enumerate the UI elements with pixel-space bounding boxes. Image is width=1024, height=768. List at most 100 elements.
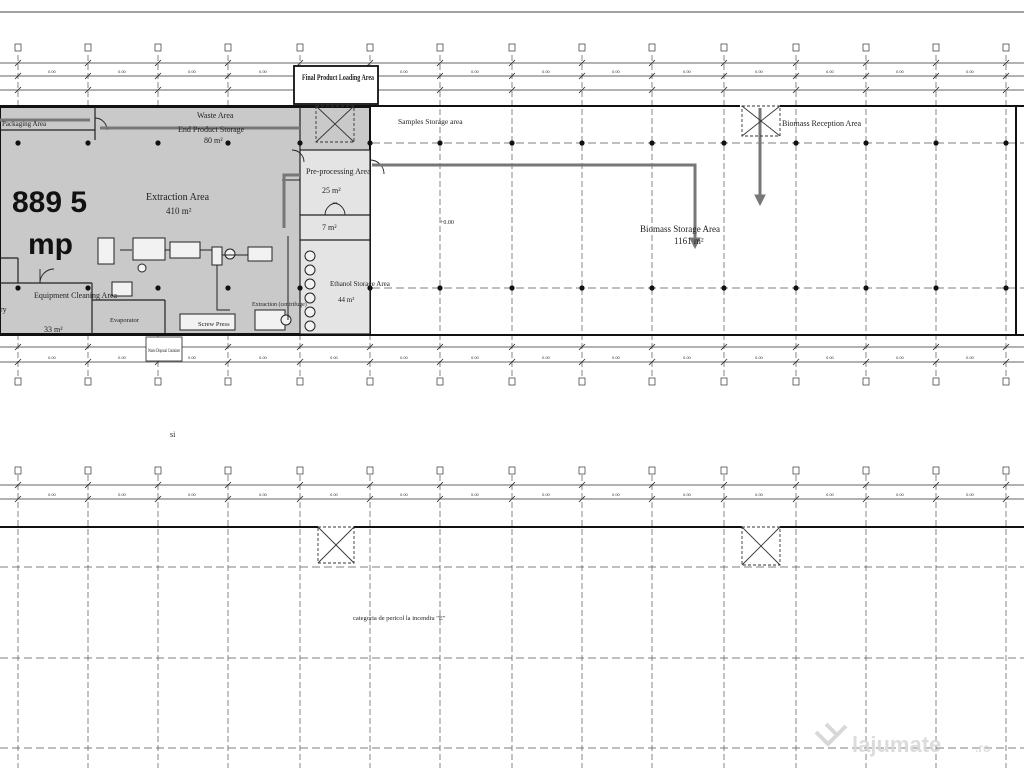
dimension-label: 0.00 <box>400 492 409 497</box>
label-end-product-storage-size: 80 m² <box>204 136 223 145</box>
structural-column <box>437 140 443 146</box>
watermark-brand: lajumate <box>852 732 941 757</box>
material-flow-arrows <box>0 108 766 250</box>
structural-column <box>933 140 939 146</box>
misc-mark: si <box>170 430 176 439</box>
label-fire-category: categoria de pericol la incendiu "E" <box>353 615 446 622</box>
axis-bubble <box>508 466 516 475</box>
structural-column <box>649 285 655 291</box>
axis-bubble <box>792 43 800 52</box>
door-swings <box>39 117 385 284</box>
axis-bubble <box>1002 377 1010 386</box>
axis-bubble <box>578 466 586 475</box>
axis-bubble <box>154 43 162 52</box>
dimension-label: 0.00 <box>542 69 551 74</box>
label-equipment-cleaning-size: 33 m² <box>44 325 63 334</box>
axis-bubble <box>224 43 232 52</box>
building-outline-top <box>0 105 1024 336</box>
axis-bubble <box>14 377 22 386</box>
axis-bubble <box>862 43 870 52</box>
dimension-label: 0.00 <box>683 69 692 74</box>
axis-bubble <box>14 43 22 52</box>
axis-bubble <box>792 377 800 386</box>
axis-bubble <box>648 377 656 386</box>
label-evaporator: Evaporator <box>110 317 140 324</box>
label-biomass-storage-size: 1161 m² <box>674 236 704 246</box>
dimension-label: 0.00 <box>755 355 764 360</box>
structural-column <box>863 285 869 291</box>
label-packaging-area: Packaging Area <box>2 120 47 128</box>
structural-column <box>367 140 373 146</box>
label-final-product-loading: Final Product Loading Area <box>302 73 374 82</box>
axis-bubble <box>792 466 800 475</box>
axis-bubble <box>720 466 728 475</box>
axis-bubble <box>296 466 304 475</box>
equipment-layout <box>97 179 316 332</box>
dimension-label: 0.00 <box>259 492 268 497</box>
axis-bubble <box>648 466 656 475</box>
dimension-label: 0.00 <box>826 355 835 360</box>
axis-bubble <box>508 377 516 386</box>
label-ethanol-storage-size: 44 m² <box>338 296 354 304</box>
axis-bubble <box>578 377 586 386</box>
structural-column <box>579 285 585 291</box>
dimension-label: 0.00 <box>188 492 197 497</box>
dimension-label: 0.00 <box>471 492 480 497</box>
dimension-label: 0.00 <box>48 355 57 360</box>
dimension-label: 0.00 <box>118 492 127 497</box>
axis-bubble <box>508 43 516 52</box>
dimension-label: 0.00 <box>118 355 127 360</box>
structural-column <box>85 140 91 146</box>
axis-bubble <box>436 377 444 386</box>
axis-bubble <box>296 43 304 52</box>
structural-column <box>863 140 869 146</box>
watermark-tld: .ro <box>975 741 990 755</box>
structural-column <box>721 285 727 291</box>
loading-bays-bottom <box>317 526 781 566</box>
label-biomass-reception: Biomass Reception Area <box>782 119 862 128</box>
dimension-label: 0.00 <box>966 492 975 497</box>
structural-column <box>225 140 231 146</box>
dimension-label: 0.00 <box>48 69 57 74</box>
axis-bubble <box>84 377 92 386</box>
dimension-label: 0.00 <box>400 69 409 74</box>
structural-column <box>297 140 303 146</box>
axis-bubble <box>578 43 586 52</box>
label-waste-disposal: Waste Disposal Container <box>148 348 180 354</box>
axis-bubble <box>366 377 374 386</box>
structural-column <box>509 285 515 291</box>
axis-bubble <box>720 377 728 386</box>
structural-column <box>933 285 939 291</box>
axis-bubble <box>154 377 162 386</box>
label-extraction-area: Extraction Area <box>146 192 210 203</box>
axis-bubble <box>1002 43 1010 52</box>
internal-walls <box>0 107 370 334</box>
label-ethanol-storage: Ethanol Storage Area <box>330 280 391 288</box>
dimension-label: 0.00 <box>966 355 975 360</box>
dimension-label: 0.00 <box>896 492 905 497</box>
dimension-label: 0.00 <box>896 355 905 360</box>
dimension-label: 0.00 <box>896 69 905 74</box>
structural-column <box>367 285 373 291</box>
axis-bubble <box>1002 466 1010 475</box>
structural-column <box>155 140 161 146</box>
dimension-label: 0.00 <box>826 69 835 74</box>
axis-bubble <box>932 43 940 52</box>
structural-column <box>793 285 799 291</box>
dimension-label: 0.00 <box>400 355 409 360</box>
dimension-label: 0.00 <box>542 492 551 497</box>
structural-column <box>225 285 231 291</box>
label-waste-area: Waste Area <box>197 111 234 120</box>
axis-bubble <box>932 377 940 386</box>
label-pre-processing-size: 25 m² <box>322 186 341 195</box>
axis-bubble <box>84 466 92 475</box>
loading-bays-top <box>315 105 781 143</box>
structural-column <box>721 140 727 146</box>
structural-column <box>297 285 303 291</box>
structural-column <box>579 140 585 146</box>
structural-column <box>1003 285 1009 291</box>
label-end-product-storage: End Product Storage <box>178 125 245 134</box>
axis-bubble <box>862 377 870 386</box>
dimension-label: 0.00 <box>118 69 127 74</box>
